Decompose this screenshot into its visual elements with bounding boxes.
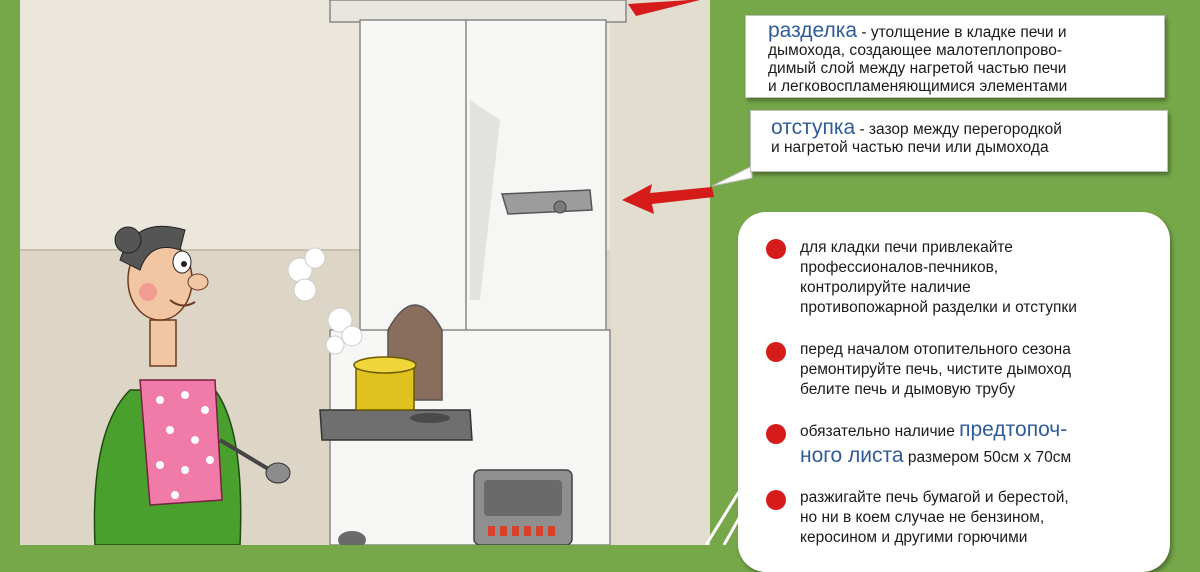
- tip-3-term-2: ного листа: [800, 444, 904, 467]
- tip-2: перед началом отопительного сезона ремон…: [800, 340, 1071, 400]
- arrow-razdelka: [628, 0, 700, 16]
- tip-4-line-1: разжигайте печь бумагой и берестой,: [800, 489, 1069, 506]
- stove-illustration: [20, 0, 786, 545]
- woman-figure: [93, 225, 291, 545]
- razdelka-line-1: - утолщение в кладке печи и: [857, 24, 1067, 41]
- firebox-vents: [488, 526, 555, 536]
- callout-razdelka: разделка - утолщение в кладке печи и дым…: [745, 15, 1165, 98]
- term-razdelka: разделка: [768, 19, 858, 42]
- tip-3-lead: обязательно наличие: [800, 423, 960, 440]
- tip-4: разжигайте печь бумагой и берестой, но н…: [800, 488, 1069, 548]
- tips-panel: [738, 212, 1170, 572]
- tip-1-line-1: для кладки печи привлекайте: [800, 239, 1013, 256]
- tip-3: обязательно наличие предтопоч- ного лист…: [800, 418, 1071, 470]
- tip-2-line-1: перед началом отопительного сезона: [800, 341, 1071, 358]
- tip-2-line-3: белите печь и дымовую трубу: [800, 381, 1016, 398]
- damper-plate: [501, 189, 593, 215]
- firebox-window: [484, 480, 562, 516]
- burner: [410, 413, 450, 423]
- tip-4-line-2: но ни в коем случае не бензином,: [800, 509, 1045, 526]
- tip-3-term-1: предтопоч-: [959, 418, 1068, 441]
- chimney-left: [359, 19, 469, 351]
- otstupka-line-2: и нагретой частью печи или дымохода: [771, 139, 1049, 156]
- ash-door: [338, 531, 366, 545]
- steam: [287, 247, 363, 355]
- tip-1-line-2: профессионалов-печников,: [800, 259, 999, 276]
- bullet-1: [766, 239, 786, 259]
- chimney-cap: [329, 0, 627, 23]
- tip-1-line-3: контролируйте наличие: [800, 279, 971, 296]
- razdelka-line-3: димый слой между нагретой частью печи: [768, 60, 1067, 77]
- bullet-3: [766, 424, 786, 444]
- term-otstupka: отступка: [771, 116, 856, 139]
- callout-tail: [711, 165, 753, 187]
- chimney-shading: [470, 100, 500, 300]
- callout-otstupka: отступка - зазор между перегородкой и на…: [750, 110, 1168, 172]
- razdelka-line-2: дымохода, создающее малотеплопрово-: [768, 42, 1063, 59]
- tip-2-line-2: ремонтируйте печь, чистите дымоход: [800, 361, 1072, 378]
- pot-lid: [353, 356, 417, 374]
- tip-4-line-3: керосином и другими горючими: [800, 529, 1028, 546]
- tip-3-tail: размером 50см х 70см: [903, 449, 1072, 466]
- damper-knob: [553, 200, 567, 214]
- bullet-4: [766, 490, 786, 510]
- tip-1-line-4: противопожарной разделки и отступки: [800, 299, 1077, 316]
- razdelka-line-4: и легковоспламеняющимися элементами: [768, 78, 1068, 95]
- tip-1: для кладки печи привлекайте профессионал…: [800, 238, 1077, 318]
- arrow-otstupka: [622, 184, 714, 214]
- otstupka-line-1: - зазор между перегородкой: [855, 121, 1062, 138]
- cooking-shelf: [319, 409, 473, 441]
- right-wall-shade: [610, 0, 710, 545]
- bullet-2: [766, 342, 786, 362]
